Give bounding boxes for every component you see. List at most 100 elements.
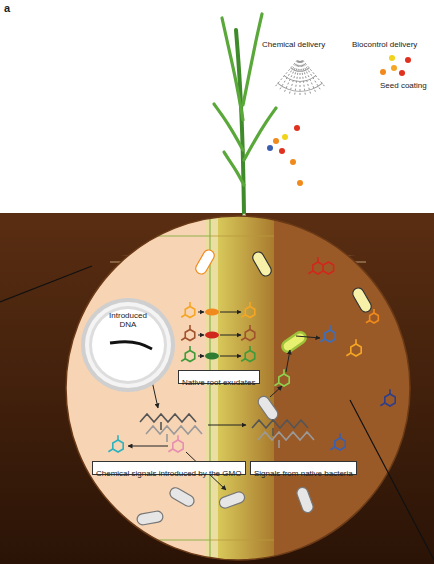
molecule: [330, 433, 345, 450]
box-label: Signals from native bacteria: [251, 468, 356, 480]
bacterium: [194, 248, 217, 276]
membrane-line: [0, 235, 210, 236]
flow-arrow: [220, 356, 241, 357]
molecule: [366, 309, 378, 323]
nucleus: Introduced DNA: [80, 297, 176, 393]
spray-arc: [284, 75, 317, 82]
delivery-label: Biocontrol delivery: [352, 40, 417, 50]
molecule: [241, 302, 255, 317]
envelope-ring: [85, 302, 171, 388]
agent-dot: [391, 65, 397, 71]
flow-arrow: [296, 336, 320, 338]
molecule-bond: [241, 315, 245, 317]
molecule-ring: [385, 394, 395, 406]
agent-dot: [267, 145, 273, 151]
transporter: [205, 332, 219, 339]
flow-arrow: [198, 356, 204, 357]
molecule-bond: [241, 359, 245, 361]
molecule: [346, 339, 361, 356]
zoom-content: [0, 200, 434, 564]
molecule-bond: [166, 434, 168, 442]
molecule-bond: [249, 302, 251, 306]
membrane-line: [210, 236, 274, 237]
molecule-ring: [279, 374, 289, 386]
molecule-ring: [245, 307, 255, 318]
plant-leaf: [244, 108, 276, 160]
agent-dot: [380, 69, 386, 75]
chain-molecule: [140, 414, 196, 422]
flow-arrow: [220, 335, 241, 336]
molecule-bond: [189, 346, 191, 350]
spray-arc: [290, 68, 310, 72]
molecule-ring: [370, 313, 379, 323]
molecule-bond: [330, 447, 334, 450]
molecule: [241, 346, 255, 361]
bacterium: [251, 250, 274, 278]
flow-arrow: [220, 312, 241, 313]
root-hair-line: [350, 400, 434, 560]
molecule-bond: [355, 339, 357, 344]
molecule-bond: [389, 389, 391, 394]
molecule: [181, 302, 195, 317]
molecule-bond: [380, 403, 384, 406]
molecule-bond: [317, 257, 319, 262]
molecule-bond: [283, 369, 285, 374]
molecule-bond: [160, 422, 162, 430]
label-box: Chemical signals introduced by the GMO: [92, 461, 246, 475]
bacterium: [295, 486, 314, 514]
molecule-bond: [320, 339, 324, 342]
molecule-ring: [185, 330, 195, 341]
nucleoplasm: [92, 309, 164, 381]
molecule-ring: [313, 262, 323, 274]
molecule: [241, 325, 255, 340]
molecule-bond: [181, 338, 185, 340]
agent-dot: [405, 57, 411, 63]
molecule-bond: [274, 383, 278, 386]
molecule: [380, 389, 395, 406]
molecule-ring: [323, 262, 333, 274]
plant-leaf: [224, 152, 244, 185]
molecule-bond: [177, 435, 179, 440]
flow-arrow: [270, 386, 282, 397]
flow-arrow: [198, 335, 204, 336]
molecule-ring: [185, 307, 195, 318]
introduced-dna: [110, 342, 152, 349]
panel-label: a: [4, 2, 10, 15]
membrane-line: [0, 539, 210, 540]
molecule: [274, 369, 289, 386]
molecule-bond: [346, 353, 350, 356]
molecule-bond: [278, 440, 280, 448]
molecule-bond: [272, 428, 274, 436]
molecule-bond: [366, 321, 370, 323]
molecule: [308, 257, 333, 274]
flow-arrow: [208, 425, 246, 426]
molecule-bond: [168, 449, 172, 452]
molecule: [181, 346, 195, 361]
molecule-bond: [117, 435, 119, 440]
molecule: [320, 325, 335, 342]
molecule: [168, 435, 183, 452]
label-box: Native root exudates: [178, 370, 260, 384]
spray-arc: [277, 83, 323, 92]
molecule-bond: [241, 338, 245, 340]
molecule: [181, 325, 195, 340]
chain-molecule: [258, 432, 314, 440]
molecule-bond: [108, 449, 112, 452]
agent-dot: [279, 148, 285, 154]
zoom-circle: [66, 216, 410, 560]
molecule-ring: [245, 351, 255, 362]
bacterium: [351, 286, 374, 314]
agent-dot: [282, 134, 288, 140]
molecule-bond: [329, 325, 331, 330]
envelope-ring: [89, 306, 167, 384]
molecule-bond: [189, 325, 191, 329]
agent-dot: [290, 159, 296, 165]
bacterium: [136, 510, 164, 525]
molecule-bond: [339, 433, 341, 438]
sky: [0, 0, 434, 214]
delivery-label: Chemical delivery: [262, 40, 325, 50]
plant-leaf: [214, 104, 243, 150]
molecule-ring: [245, 330, 255, 341]
molecule-bond: [189, 302, 191, 306]
